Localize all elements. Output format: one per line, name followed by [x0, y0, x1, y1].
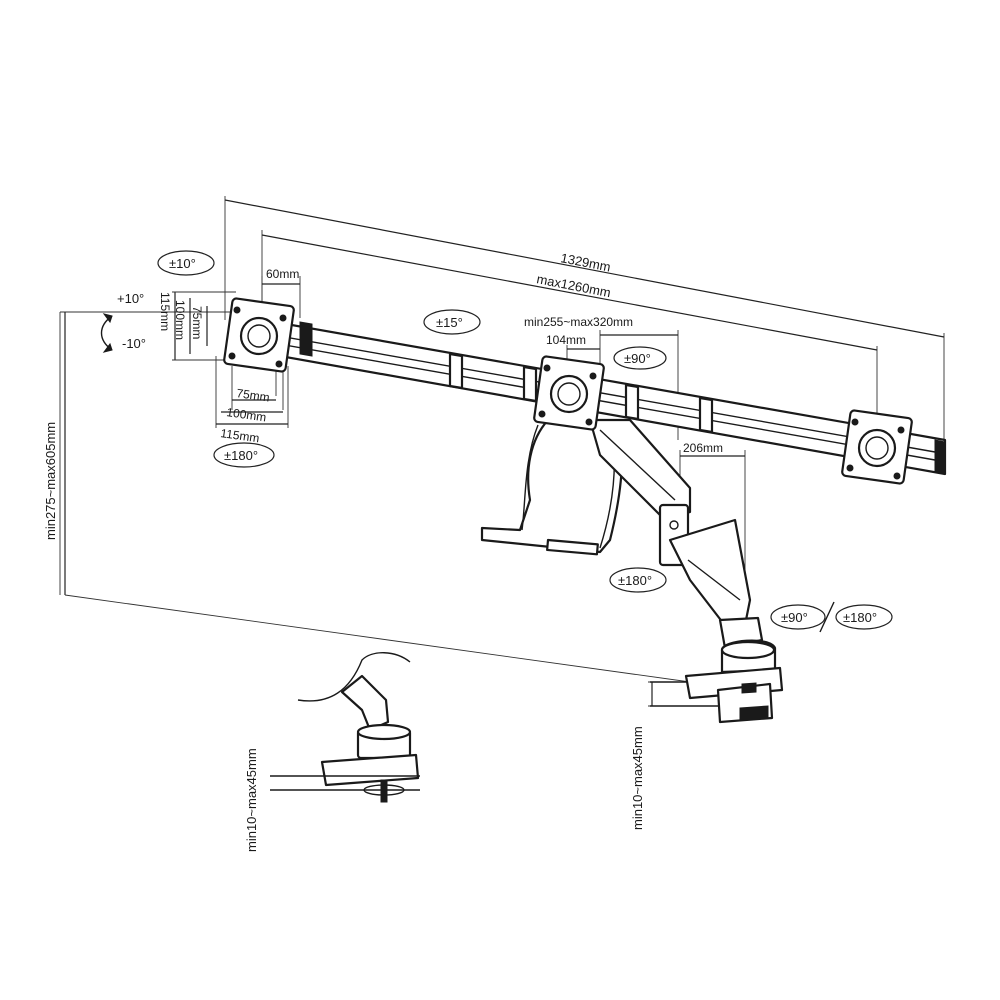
badge-rotate-left: ±180°: [213, 442, 275, 468]
vesa-plate-left: [223, 297, 295, 373]
badge-swivel-top: ±10°: [157, 250, 215, 276]
badge-rail-tilt: ±15°: [423, 309, 481, 335]
clamp-inset-label: min10~max45mm: [244, 748, 259, 852]
base-swivel-b-label: ±180°: [843, 610, 877, 625]
dimension-height-range: min275~max605mm: [43, 311, 691, 683]
arm-extension-label: min255~max320mm: [524, 315, 633, 329]
dimension-center-offset: 104mm: [546, 333, 600, 370]
vesa-offset-label: 60mm: [266, 267, 299, 281]
vesa-plate-center: [533, 355, 605, 431]
vesa-h-100-label: 100mm: [226, 405, 268, 424]
vesa-v-115-label: 115mm: [158, 292, 172, 331]
vesa-h-115-label: 115mm: [220, 426, 261, 445]
base-swivel-a-label: ±90°: [781, 610, 808, 625]
rotate-left-label: ±180°: [224, 448, 258, 463]
overall-width-label: 1329mm: [559, 250, 612, 274]
vesa-v-75-label: 75mm: [190, 306, 204, 339]
clamp-side-label: min10~max45mm: [630, 726, 645, 830]
inset-grommet-detail: min10~max45mm: [244, 652, 420, 852]
vesa-h-75-label: 75mm: [236, 386, 271, 405]
swivel-top-label: ±10°: [169, 256, 196, 271]
desk-clamp: [684, 639, 784, 724]
vesa-plate-right: [841, 409, 913, 485]
tilt-down-label: -10°: [122, 336, 146, 351]
desk-edge: [650, 681, 718, 707]
dimension-clamp-side: min10~max45mm: [630, 681, 720, 830]
gas-spring-arm: [588, 418, 764, 650]
rail-tilt-label: ±15°: [436, 315, 463, 330]
rail-width-label: max1260mm: [535, 271, 612, 300]
tilt-up-label: +10°: [117, 291, 144, 306]
height-range-label: min275~max605mm: [43, 422, 58, 540]
badge-base-swivel: ±90° ±180°: [770, 601, 893, 633]
badge-head-swivel: ±90°: [613, 346, 667, 370]
arm-depth-label: 206mm: [683, 441, 723, 455]
elbow-label: ±180°: [618, 573, 652, 588]
dimension-vesa-vertical: 115mm 100mm 75mm: [158, 291, 236, 361]
badge-elbow: ±180°: [609, 567, 667, 593]
vesa-v-100-label: 100mm: [173, 300, 187, 340]
head-swivel-label: ±90°: [624, 351, 651, 366]
center-stand: [480, 418, 624, 556]
dimension-vesa-horizontal: 75mm 100mm 115mm: [215, 356, 289, 445]
badge-tilt: +10° -10°: [100, 291, 146, 353]
center-offset-label: 104mm: [546, 333, 586, 347]
